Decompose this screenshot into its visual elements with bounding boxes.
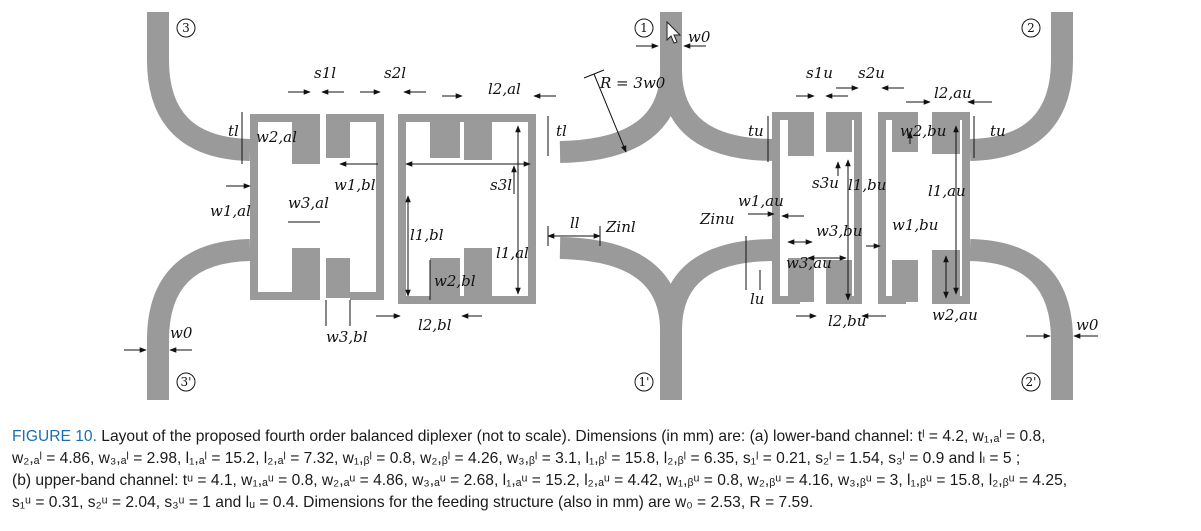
svg-text:3': 3' (181, 375, 192, 389)
svg-text:tl: tl (556, 122, 567, 140)
svg-text:s3l: s3l (490, 176, 512, 194)
svg-text:lu: lu (750, 290, 764, 308)
svg-text:s2u: s2u (858, 64, 885, 82)
mouse-cursor-icon (666, 20, 682, 44)
feed-labels: w0 R = 3w0 w0 w0 (170, 28, 1099, 342)
caption-line-4: s₁ᵘ = 0.31, s₂ᵘ = 2.04, s₃ᵘ = 1 and lᵤ =… (12, 494, 814, 511)
svg-text:1': 1' (639, 375, 650, 389)
svg-text:l1,al: l1,al (496, 244, 529, 262)
svg-text:s2l: s2l (384, 64, 406, 82)
svg-text:tu: tu (748, 122, 764, 140)
port-1-prime: 1' (634, 372, 654, 392)
figure-number: FIGURE 10. (12, 428, 97, 445)
port-3: 3 (176, 18, 196, 38)
svg-text:l1,bl: l1,bl (410, 226, 444, 244)
svg-text:w2,au: w2,au (932, 306, 978, 324)
figure-caption: FIGURE 10. Layout of the proposed fourth… (12, 426, 1192, 514)
upper-band-labels: s1u s2u l2,au tu w2,bu tu s3u l1,bu l1,a… (699, 64, 1006, 330)
svg-text:tu: tu (990, 122, 1006, 140)
svg-text:w1,bu: w1,bu (892, 216, 938, 234)
svg-text:l2,bu: l2,bu (828, 312, 866, 330)
svg-text:1: 1 (640, 21, 648, 35)
svg-text:w0: w0 (688, 28, 711, 46)
feed-lines (147, 12, 1073, 400)
svg-text:2: 2 (1027, 21, 1035, 35)
port-2-prime: 2' (1021, 372, 1041, 392)
svg-text:w3,au: w3,au (786, 254, 832, 272)
svg-text:w2,al: w2,al (256, 128, 297, 146)
svg-text:R = 3w0: R = 3w0 (599, 74, 666, 92)
diplexer-layout-figure: 3 1 2 3' 1' 2' s1l s2l l2,al tl w2,al t (124, 12, 1099, 400)
svg-text:w3,bu: w3,bu (816, 222, 862, 240)
svg-text:s1u: s1u (806, 64, 833, 82)
upper-band-filter (772, 112, 970, 304)
port-2: 2 (1021, 18, 1041, 38)
caption-line-2: w₂,ₐˡ = 4.86, w₃,ₐˡ = 2.98, l₁,ₐˡ = 15.2… (12, 450, 1021, 467)
lower-band-filter (250, 114, 536, 304)
svg-text:3: 3 (182, 21, 190, 35)
lower-band-labels: s1l s2l l2,al tl w2,al tl w1,bl s3l w1,a… (210, 64, 636, 346)
svg-text:l2,au: l2,au (934, 84, 972, 102)
svg-text:2': 2' (1026, 375, 1037, 389)
svg-text:tl: tl (228, 122, 239, 140)
svg-text:w0: w0 (1076, 316, 1099, 334)
port-markers: 3 1 2 3' 1' 2' (176, 18, 1041, 392)
svg-text:l1,au: l1,au (928, 182, 966, 200)
dimension-lines (124, 43, 1098, 353)
svg-text:w2,bu: w2,bu (900, 122, 946, 140)
svg-text:w0: w0 (170, 324, 193, 342)
svg-text:w1,bl: w1,bl (334, 176, 376, 194)
svg-text:l2,bl: l2,bl (418, 316, 452, 334)
svg-text:ll: ll (570, 214, 580, 232)
port-1: 1 (634, 18, 654, 38)
svg-text:w3,bl: w3,bl (326, 328, 368, 346)
svg-text:l1,bu: l1,bu (848, 176, 886, 194)
svg-text:w1,al: w1,al (210, 202, 251, 220)
svg-text:Zinu: Zinu (699, 210, 735, 228)
port-3-prime: 3' (176, 372, 196, 392)
caption-text-1: Layout of the proposed fourth order bala… (101, 428, 1046, 445)
svg-text:l2,al: l2,al (488, 80, 521, 98)
svg-text:Zinl: Zinl (605, 218, 636, 236)
svg-text:s1l: s1l (314, 64, 336, 82)
svg-text:s3u: s3u (812, 174, 839, 192)
caption-line-1: FIGURE 10. Layout of the proposed fourth… (12, 426, 1192, 448)
svg-text:w3,al: w3,al (288, 194, 329, 212)
caption-line-3: (b) upper-band channel: tᵘ = 4.1, w₁,ₐᵘ … (12, 472, 1068, 489)
svg-text:w1,au: w1,au (738, 192, 784, 210)
svg-text:w2,bl: w2,bl (434, 272, 476, 290)
